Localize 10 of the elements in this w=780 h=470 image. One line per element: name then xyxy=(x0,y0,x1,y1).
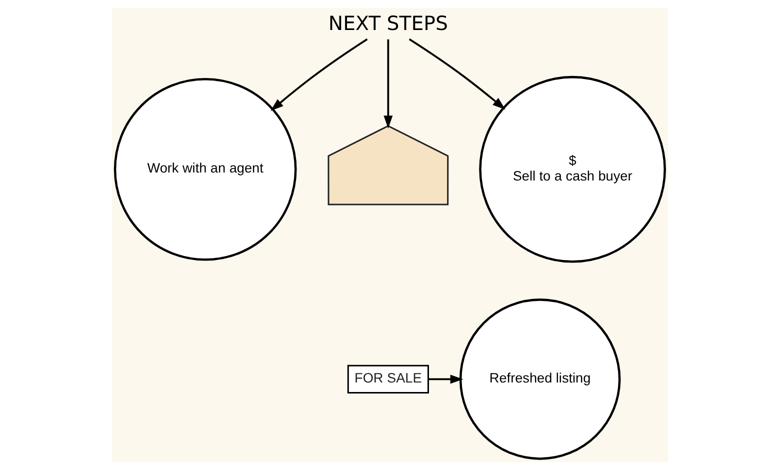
node-picture xyxy=(328,125,449,206)
node-circle: Refreshed listing xyxy=(459,298,621,460)
node-box: FOR SALE xyxy=(347,364,429,394)
arrow xyxy=(408,38,506,110)
node-circle: Work with an agent xyxy=(114,78,297,261)
arrow xyxy=(270,38,368,111)
node-circle: $ Sell to a cash buyer xyxy=(479,76,666,263)
arrow xyxy=(384,39,393,128)
node-text: NEXT STEPS xyxy=(328,12,448,35)
arrow xyxy=(428,374,464,384)
